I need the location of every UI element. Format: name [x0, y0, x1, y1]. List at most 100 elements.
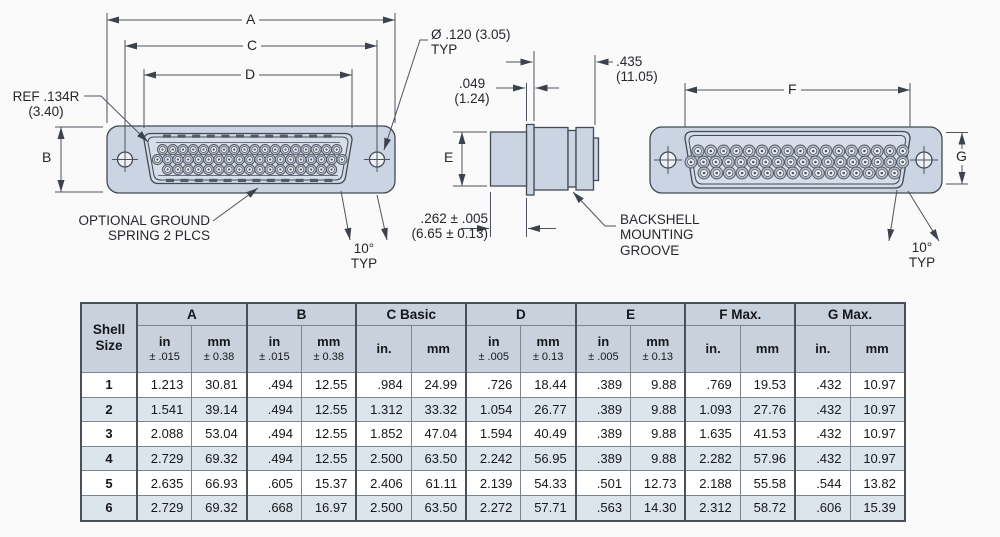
contact-pin	[789, 160, 792, 164]
unit-header: in± .015	[245, 325, 303, 373]
contact-pin	[289, 158, 292, 161]
table-cell: .432	[794, 396, 851, 423]
table-cell: 10.97	[849, 445, 906, 472]
spring-finger-tick	[166, 178, 174, 182]
table-cell: 1.312	[355, 396, 412, 423]
spring-finger-tick	[238, 178, 246, 182]
column-group-header: C Basic	[355, 302, 467, 326]
contact-pin	[171, 148, 174, 151]
table-cell: 12.55	[301, 396, 357, 423]
contact-pin	[263, 148, 267, 151]
contact-pin	[187, 158, 190, 161]
unit-header: in± .005	[574, 325, 632, 373]
table-cell: 66.93	[191, 470, 248, 496]
table-cell: 24.99	[410, 372, 467, 398]
contact-pin	[299, 158, 303, 161]
contact-pin	[289, 168, 292, 171]
table-cell: 2.312	[684, 494, 741, 522]
contact-pin	[851, 160, 855, 164]
side-view-dimensions	[453, 51, 616, 237]
dim-label-c: C	[243, 37, 262, 54]
dim-label-b: B	[42, 149, 52, 165]
dim-label-d: D	[241, 66, 260, 83]
rear-body	[533, 126, 569, 191]
contact-pin	[735, 149, 738, 153]
backshell-groove-leader	[572, 191, 616, 227]
contact-pin	[760, 149, 764, 153]
table-cell: 47.04	[410, 421, 467, 447]
spring-finger-tick	[180, 178, 189, 182]
table-cell: 16.97	[301, 494, 357, 522]
table-cell: 41.53	[739, 421, 796, 447]
angle-label-right: 10°TYP	[908, 240, 936, 271]
spring-finger-tick	[221, 134, 230, 138]
contact-pin	[166, 168, 169, 171]
unit-header: in± .005	[465, 325, 522, 373]
contact-pin	[176, 158, 180, 161]
table-cell: 2.635	[136, 470, 193, 496]
contact-pin	[864, 160, 867, 164]
spring-finger-tick	[323, 134, 332, 138]
contact-pin	[764, 160, 767, 164]
table-cell: .605	[245, 470, 303, 496]
shell-size-cell: 4	[80, 445, 138, 472]
technical-drawing	[55, 13, 968, 242]
table-cell: 63.50	[410, 494, 467, 522]
column-group-header: G Max.	[794, 302, 906, 326]
contact-pin	[814, 160, 817, 164]
table-cell: 12.55	[301, 421, 357, 447]
end-section	[575, 126, 595, 191]
contact-pin	[284, 148, 287, 151]
contact-pin	[166, 158, 169, 161]
contact-pin	[233, 148, 236, 151]
contact-pin	[689, 160, 693, 164]
contact-pin	[747, 149, 751, 153]
contact-pin	[791, 171, 795, 175]
table-cell: 56.95	[520, 445, 577, 472]
front-view	[106, 40, 396, 194]
contact-pin	[824, 149, 828, 153]
table-cell: .389	[574, 445, 632, 472]
contact-pin	[867, 171, 871, 175]
spring-finger-tick	[192, 134, 201, 138]
table-cell: 2.729	[136, 494, 193, 522]
table-cell: .494	[245, 396, 303, 423]
table-cell: 40.49	[520, 421, 577, 447]
front-body	[489, 131, 528, 187]
table-cell: .494	[245, 445, 303, 472]
table-cell: .563	[574, 494, 632, 522]
table-cell: 9.88	[630, 396, 686, 423]
dim-label-f: F	[784, 81, 801, 98]
table-cell: 69.32	[191, 494, 248, 522]
table-cell: .494	[245, 421, 303, 447]
contact-pin	[804, 171, 807, 175]
contact-pin	[248, 158, 251, 161]
contact-pin	[176, 168, 180, 171]
contact-pin	[304, 148, 308, 151]
contact-field	[151, 143, 348, 176]
shell-size-cell: 2	[80, 396, 138, 423]
contact-pin	[340, 158, 344, 161]
table-cell: 69.32	[191, 445, 248, 472]
table-cell: 2.139	[465, 470, 522, 496]
table-cell: 27.76	[739, 396, 796, 423]
table-cell: 18.44	[520, 372, 577, 398]
table-cell: 10.97	[849, 421, 906, 447]
contact-pin	[192, 148, 195, 151]
table-cell: 10.97	[849, 372, 906, 398]
spring-finger-tick	[266, 178, 275, 182]
contact-pin	[207, 158, 210, 161]
angle-leader	[340, 190, 352, 241]
contact-pin	[778, 171, 782, 175]
contact-pin	[243, 148, 246, 151]
table-cell: .432	[794, 372, 851, 398]
table-cell: 19.53	[739, 372, 796, 398]
contact-pin	[238, 168, 241, 171]
table-cell: 55.58	[739, 470, 796, 496]
spring-finger-tick	[281, 178, 290, 182]
